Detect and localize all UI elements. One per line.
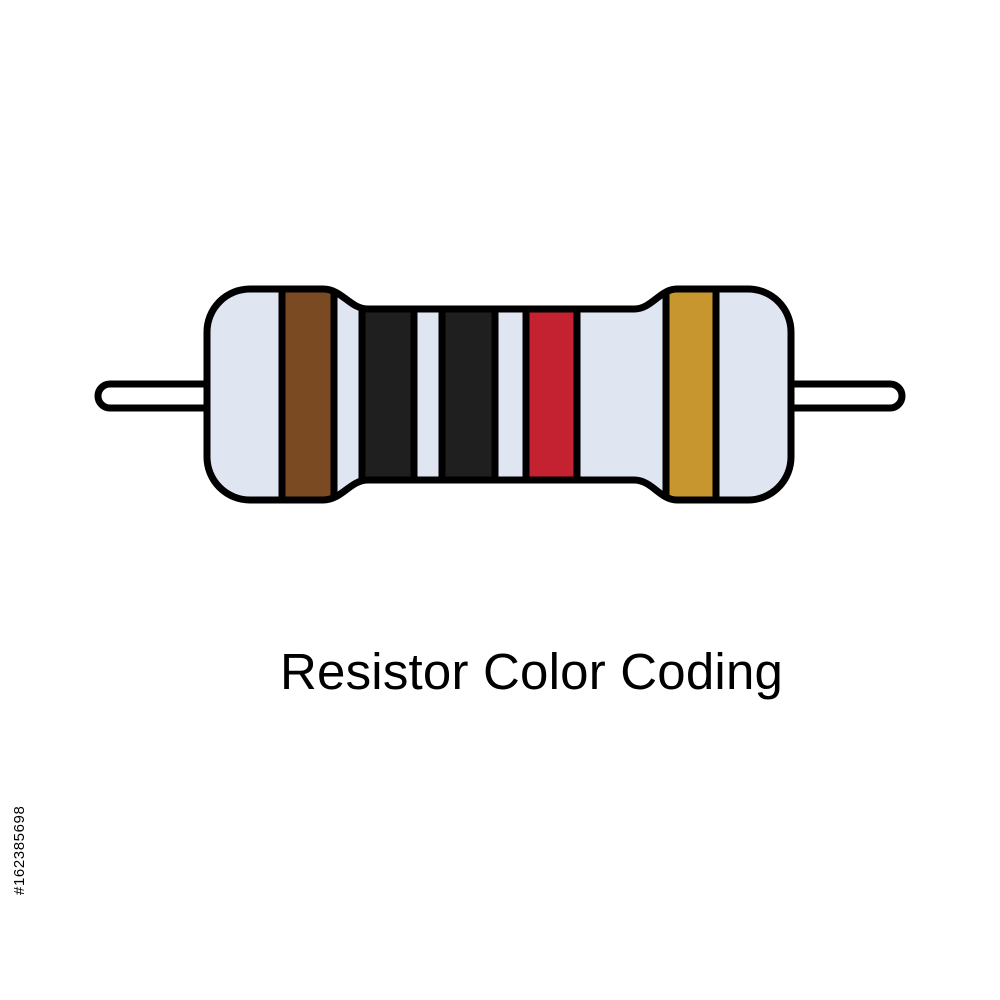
caption-title: Resistor Color Coding [280,643,784,700]
band-black-2 [438,296,499,494]
band-gold [662,289,720,500]
band-red [522,296,581,494]
left-lead [94,380,222,412]
band-black-1 [358,296,418,494]
resistor-body-outline [203,285,795,504]
stock-id-label: #162385698 [11,805,28,895]
band-brown [278,289,338,500]
resistor-body [207,289,791,500]
right-lead [776,380,906,412]
